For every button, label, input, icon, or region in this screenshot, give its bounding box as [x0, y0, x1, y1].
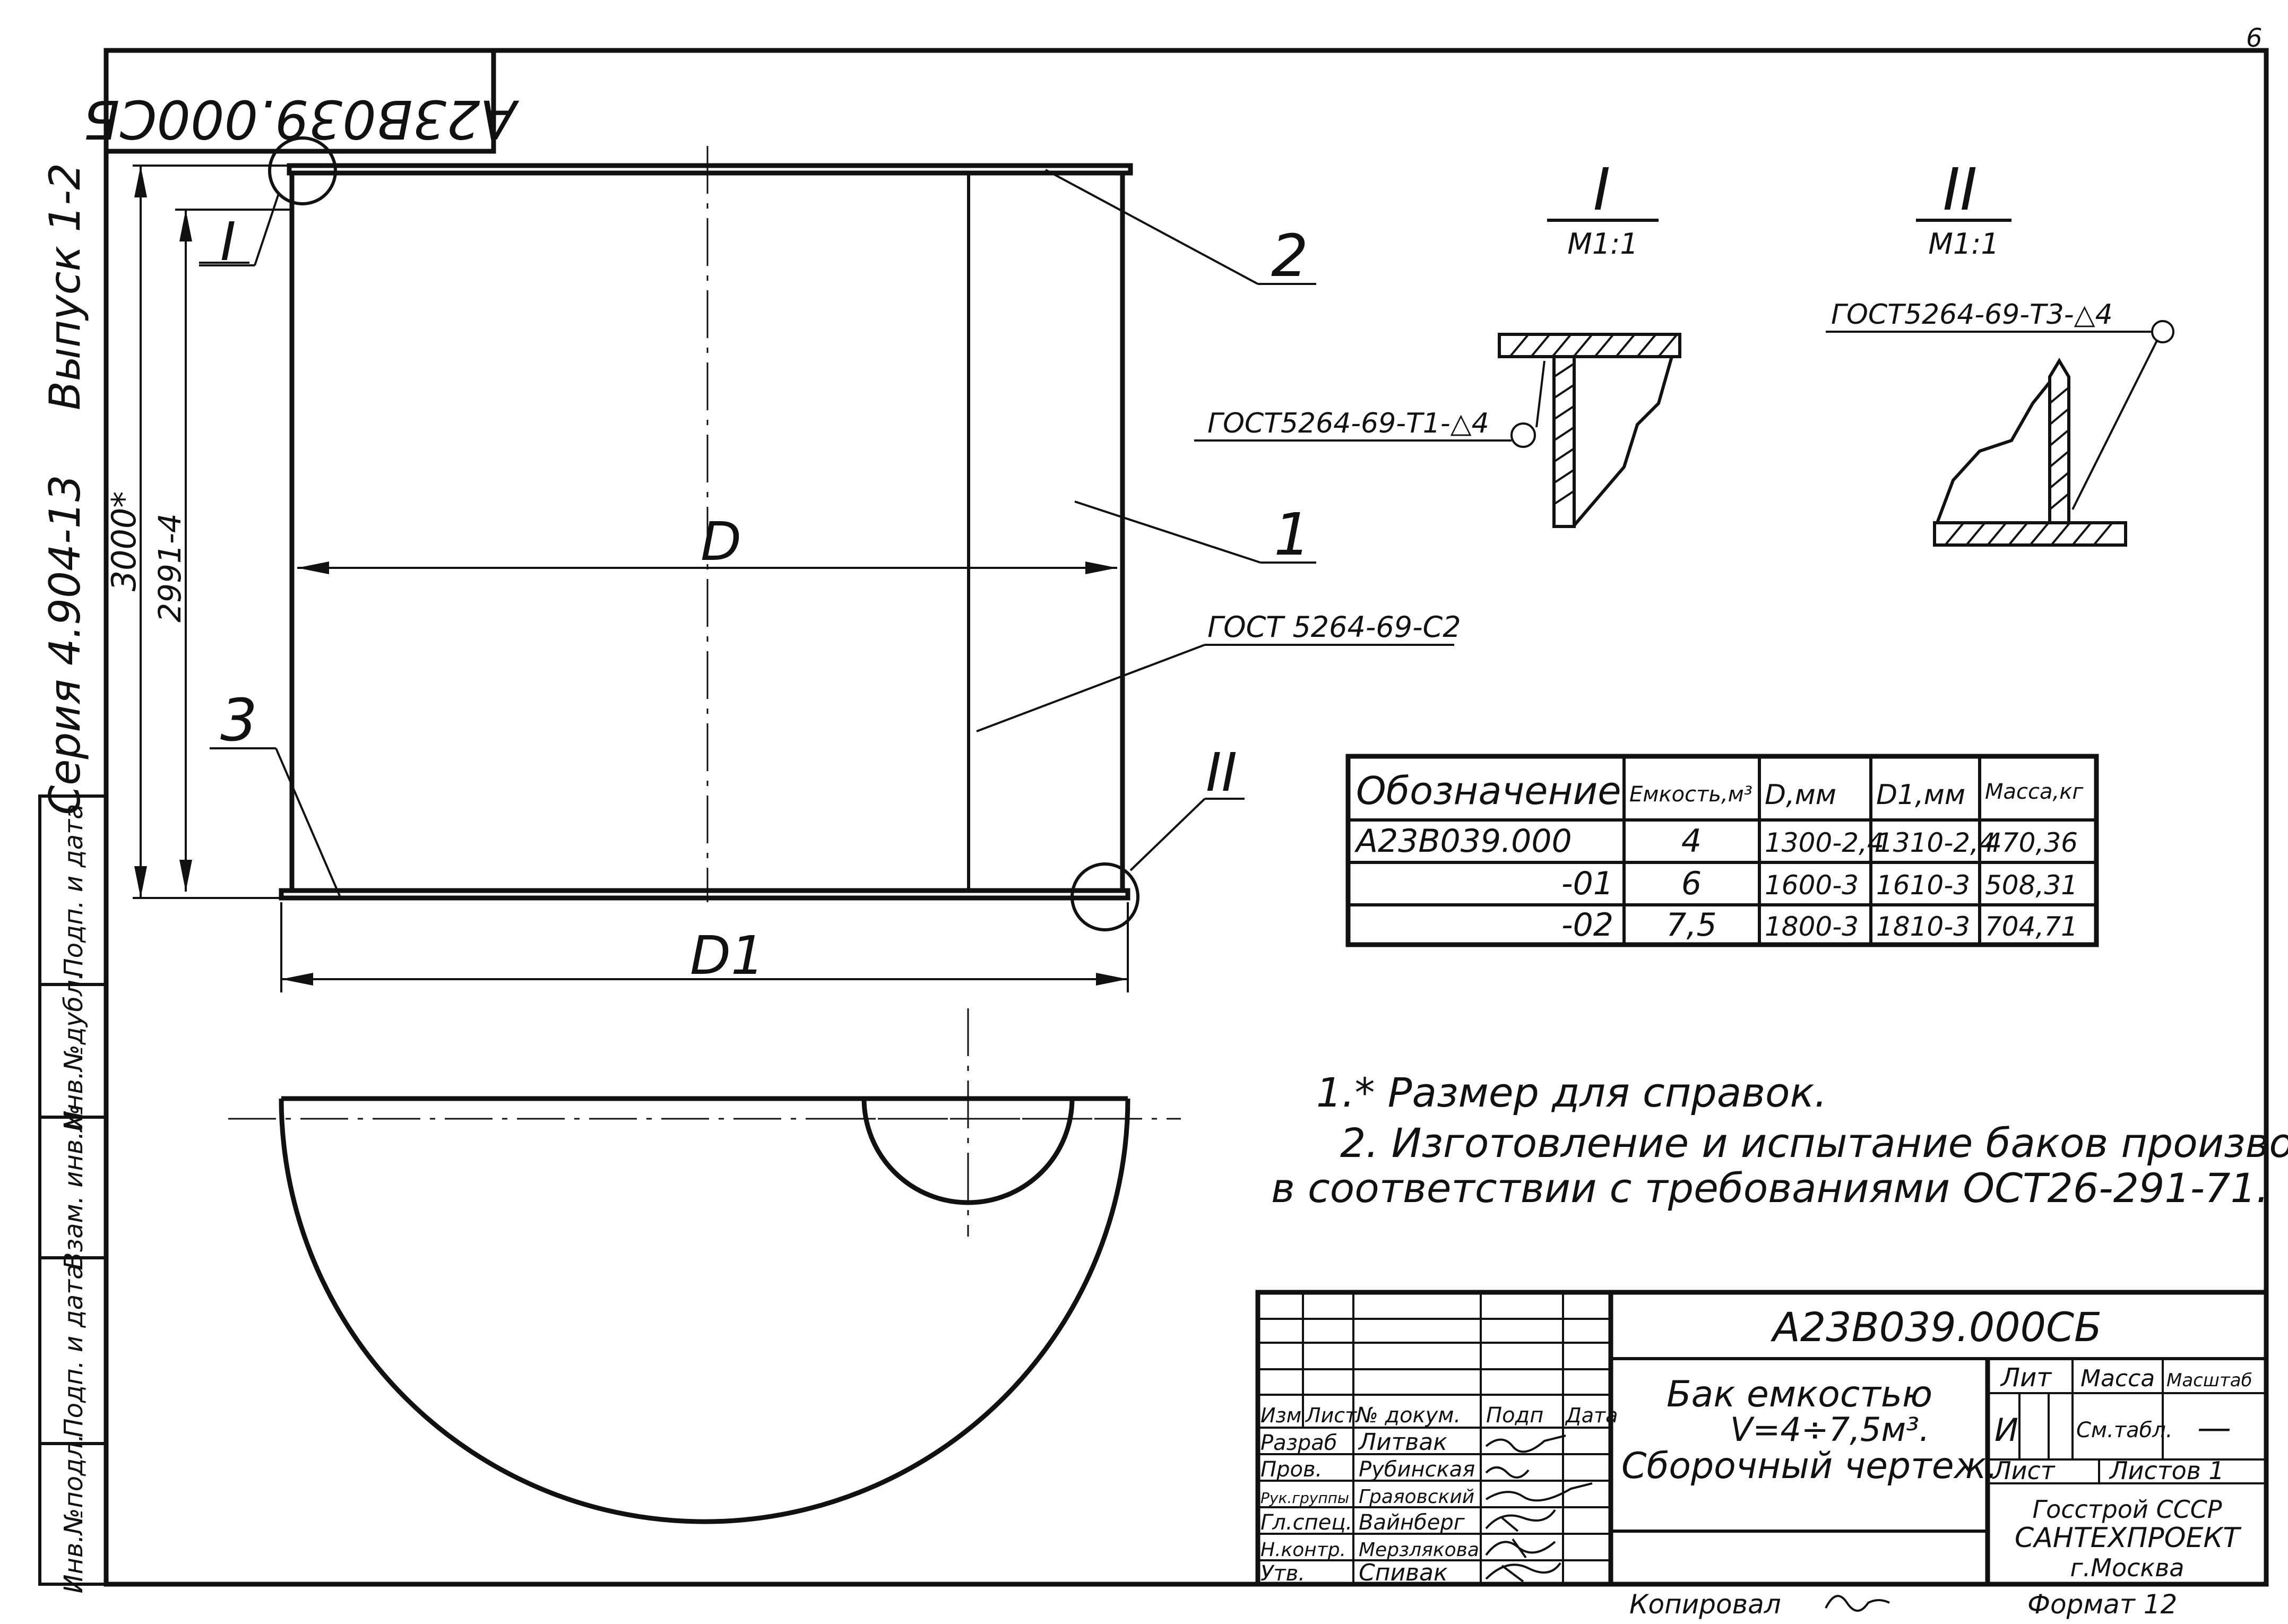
rotated-code-box: А23В039.000СБ [83, 48, 520, 154]
dim-height-inner: 2991-4 [152, 513, 188, 622]
detail-2-title: II [1943, 156, 1978, 223]
tb-name-line2: V=4÷7,5м³. [1730, 1410, 1930, 1449]
dim-diameter: D [701, 511, 741, 573]
tb-name-2: Рубинская [1359, 1457, 1475, 1482]
position-1: 1 [1274, 500, 1311, 568]
spec-row2-d: 1600-3 [1765, 870, 1859, 901]
tb-col-list: Лист [1305, 1404, 1358, 1427]
margin-cell-inv-dubl: Инв.№дубл. [59, 972, 89, 1130]
dim-height-total: 3000* [105, 491, 143, 592]
tb-mass-label: Масса [2080, 1365, 2155, 1392]
margin-cell-inv-podl: Инв.№подл. [59, 1434, 89, 1594]
vypusk-label: Выпуск 1-2 [40, 163, 90, 410]
tb-col-izm: Изм [1260, 1404, 1301, 1427]
position-3: 3 [220, 686, 257, 754]
spec-row3-d: 1800-3 [1765, 911, 1859, 942]
page-number: 6 [2246, 23, 2263, 53]
tb-col-data: Дата [1565, 1404, 1618, 1427]
tb-col-doc: № докум. [1355, 1403, 1461, 1428]
detail-1-view: I М1:1 ГОСТ5264-69-Т1-△4 [1194, 156, 1681, 528]
spec-header-d: D,мм [1765, 779, 1836, 811]
spec-header-mass: Масса,кг [1985, 780, 2084, 804]
tb-role-6: Утв. [1260, 1561, 1305, 1586]
tb-role-2: Пров. [1260, 1457, 1322, 1482]
tb-sheets-label: Листов 1 [2109, 1456, 2224, 1485]
spec-row2-mass: 508,31 [1985, 870, 2078, 901]
tb-lit-label: Лит [2000, 1363, 2052, 1393]
copied-by-label: Копировал [1629, 1589, 1781, 1620]
tank-plan-view [228, 1008, 1181, 1524]
detail-1-scale: М1:1 [1567, 227, 1638, 261]
spec-row3-d1: 1810-3 [1876, 911, 1970, 942]
tb-role-1: Разраб [1260, 1431, 1337, 1455]
tb-role-3: Рук.группы [1260, 1489, 1349, 1507]
detail-1-weld: ГОСТ5264-69-Т1-△4 [1207, 408, 1489, 439]
spec-row1-designation: А23В039.000 [1354, 823, 1572, 860]
spec-row1-mass: 470,36 [1985, 827, 2078, 858]
tb-name-line1: Бак емкостью [1667, 1374, 1932, 1415]
rotated-code: А23В039.000СБ [83, 88, 520, 150]
position-2: 2 [1271, 222, 1308, 290]
tb-lit-value: И [1995, 1412, 2018, 1449]
tank-front-view: D D1 3000* 2991-4 I II 2 [105, 136, 1461, 992]
detail-marker-2: II [1206, 741, 1237, 804]
spec-row3-designation: -02 [1561, 906, 1613, 944]
margin-cell-podp-1: Подп. и дата [59, 1264, 89, 1438]
tb-mass-value: См.табл. [2076, 1418, 2173, 1442]
tb-scale-value: — [2197, 1409, 2231, 1448]
weld-callout-main: ГОСТ 5264-69-С2 [1207, 610, 1461, 644]
spec-row1-d: 1300-2,4 [1765, 827, 1884, 858]
signature-scribbles [1485, 1435, 1593, 1583]
tb-name-line3: Сборочный чертеж. [1621, 1445, 1998, 1487]
note-2a: 2. Изготовление и испытание баков произв… [1340, 1119, 2288, 1167]
note-2b: в соответствии с требованиями ОСТ26-291-… [1271, 1164, 2269, 1212]
tb-name-5: Мерзлякова [1359, 1539, 1479, 1561]
tb-sheet-label: Лист [1992, 1456, 2056, 1485]
notes: 1.* Размер для справок. 2. Изготовление … [1271, 1069, 2288, 1212]
format-label: Формат 12 [2027, 1589, 2177, 1620]
tb-name-1: Литвак [1358, 1429, 1447, 1456]
dim-diameter1: D1 [690, 925, 765, 987]
seriya-label: Серия 4.904-13 [40, 474, 90, 815]
spec-row3-capacity: 7,5 [1666, 906, 1716, 944]
detail-2-view: II М1:1 ГОСТ5264-69-Т3-△4 [1826, 156, 2174, 547]
spec-header-designation: Обозначение [1356, 768, 1621, 813]
tb-role-4: Гл.спец. [1260, 1510, 1352, 1535]
tb-name-6: Спивак [1359, 1559, 1448, 1586]
tb-name-4: Вайнберг [1359, 1510, 1465, 1535]
tb-org-3: г.Москва [2070, 1553, 2185, 1582]
copier-signature [1825, 1595, 1890, 1612]
spec-row2-designation: -01 [1561, 865, 1613, 902]
tb-code: А23В039.000СБ [1770, 1303, 2102, 1351]
title-block: Изм Лист № докум. Подп Дата Разраб Литва… [1255, 1290, 2269, 1587]
spec-row2-capacity: 6 [1681, 865, 1702, 902]
spec-header-capacity: Емкость,м³ [1629, 782, 1752, 807]
margin-column: Инв.№подл. Подп. и дата Взам. инв.№ Инв.… [38, 794, 108, 1594]
detail-1-title: I [1593, 156, 1610, 223]
detail-2-weld: ГОСТ5264-69-Т3-△4 [1831, 299, 2113, 331]
tb-org-2: САНТЕХПРОЕКТ [2015, 1522, 2242, 1554]
spec-row2-d1: 1610-3 [1876, 870, 1970, 901]
spec-row3-mass: 704,71 [1985, 911, 2078, 942]
spec-table: Обозначение Емкость,м³ D,мм D1,мм Масса,… [1345, 754, 2099, 947]
tb-role-5: Н.контр. [1260, 1539, 1346, 1561]
margin-cell-podp-2: Подп. и дата [59, 804, 89, 978]
spec-row1-d1: 1310-2,4 [1876, 827, 1996, 858]
spec-row1-capacity: 4 [1681, 823, 1702, 860]
spec-header-d1: D1,мм [1876, 779, 1965, 811]
note-1: 1.* Размер для справок. [1316, 1069, 1827, 1116]
tb-name-3: Граяовский [1359, 1486, 1474, 1508]
detail-2-scale: М1:1 [1928, 227, 1999, 261]
tb-col-podp: Подп [1486, 1403, 1543, 1428]
margin-cell-vzam: Взам. инв.№ [59, 1105, 89, 1270]
tb-org-1: Госстрой СССР [2032, 1495, 2222, 1524]
tb-scale-label: Масштаб [2166, 1370, 2252, 1391]
